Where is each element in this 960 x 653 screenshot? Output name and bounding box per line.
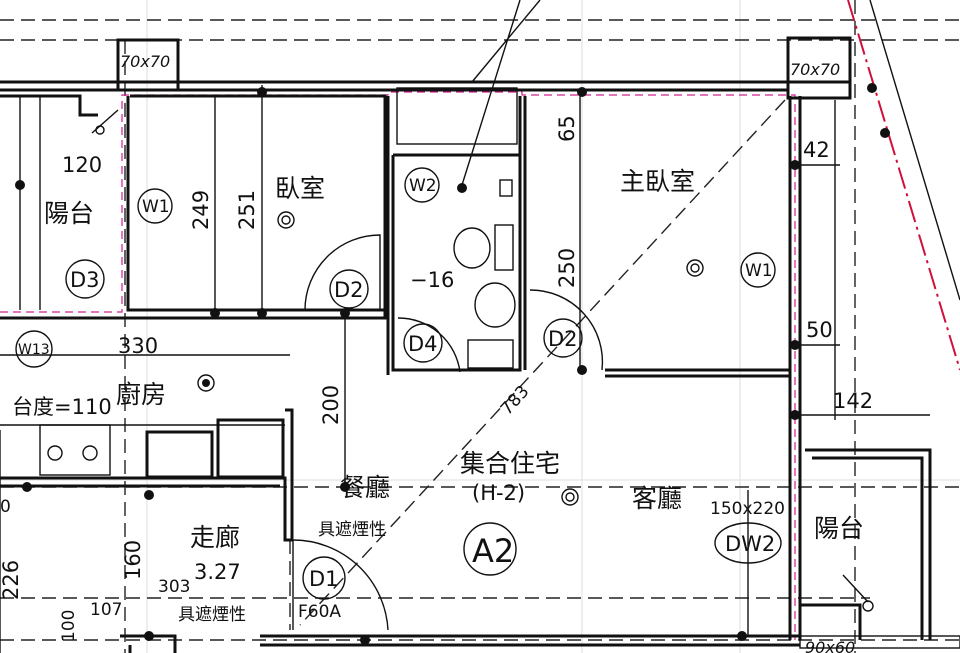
room-label-balcony-left: 陽台 <box>44 199 94 228</box>
dimension-label: 303 <box>158 577 190 597</box>
boundary-line <box>0 91 796 640</box>
dimension-label: 783 <box>497 382 534 419</box>
dimension-label: 160 <box>121 540 145 580</box>
door-swings <box>292 234 604 631</box>
column-size-label: 70x70 <box>790 60 840 79</box>
room-label-kitchen: 廚房 <box>116 380 166 409</box>
building-code: (H-2) <box>472 481 525 505</box>
dimension-label: 250 <box>555 248 579 288</box>
tag-d1: D1 <box>309 567 339 591</box>
dimension-label: 42 <box>803 138 830 162</box>
dimension-label: 249 <box>189 190 213 230</box>
door-window-size: 150x220 <box>710 499 785 519</box>
dimension-label: 120 <box>62 153 102 177</box>
dimension-label: 0 <box>0 497 11 517</box>
counter-height-note: 台度=110 <box>12 395 112 419</box>
dimension-label: 142 <box>833 389 873 413</box>
room-label-balcony-right: 陽台 <box>814 514 864 543</box>
kitchen-fixtures <box>0 96 285 479</box>
bath-level-note: −16 <box>410 268 454 292</box>
column-size-label: 90x60 <box>805 638 855 653</box>
tag-markers <box>15 167 782 600</box>
room-label-master-bedroom: 主臥室 <box>620 167 695 196</box>
room-label-corridor: 走廊 <box>190 523 240 552</box>
dimension-label: 50 <box>806 318 833 342</box>
smoke-proof-note: 具遮煙性 <box>178 605 246 625</box>
dimension-label: 330 <box>118 334 158 358</box>
bathroom-fixtures <box>453 179 516 369</box>
tag-w2: W2 <box>409 176 437 196</box>
tag-w13: W13 <box>18 342 50 358</box>
room-label-living: 客廳 <box>632 484 682 513</box>
tag-w1: W1 <box>142 197 170 217</box>
dimension-label: 65 <box>555 115 579 142</box>
tag-d3: D3 <box>70 268 100 292</box>
door-rating-note: F60A <box>298 602 341 622</box>
dimension-label: 251 <box>235 190 259 230</box>
building-label: 集合住宅 <box>460 449 560 478</box>
room-label-bedroom: 臥室 <box>275 174 325 203</box>
property-line <box>847 0 960 371</box>
tag-dw2: DW2 <box>725 532 775 556</box>
tag-d4: D4 <box>408 332 438 356</box>
unit-label: A2 <box>472 532 514 570</box>
floor-drain-symbols <box>95 125 874 612</box>
dimension-label: 226 <box>0 560 23 600</box>
dimension-label: 100 <box>59 610 79 642</box>
dimension-label: 200 <box>319 385 343 425</box>
smoke-proof-note: 具遮煙性 <box>318 520 386 540</box>
column-size-label: 70x70 <box>120 52 170 71</box>
dimension-label: 107 <box>90 600 122 620</box>
room-label-dining: 餐廳 <box>340 473 390 502</box>
corridor-area: 3.27 <box>194 560 241 584</box>
tag-w1: W1 <box>745 261 773 281</box>
tag-d2: D2 <box>334 278 364 302</box>
tag-d2: D2 <box>548 327 578 351</box>
